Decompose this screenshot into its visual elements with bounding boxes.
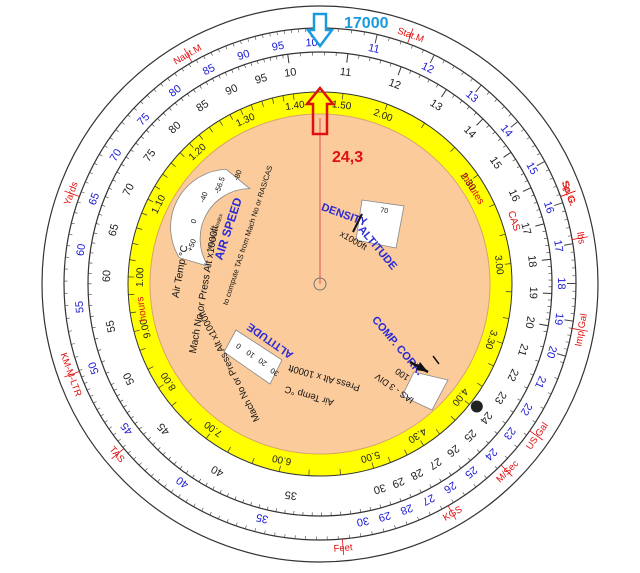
inner-scale-number: 11 xyxy=(339,66,352,79)
outer-scale-number: 19 xyxy=(552,312,566,326)
inner-scale-number: 18 xyxy=(525,255,538,268)
density-tick: 70 xyxy=(380,207,389,215)
outer-scale-number: 18 xyxy=(555,277,567,289)
inner-scale-number: 35 xyxy=(284,488,298,502)
inner-scale-number: 10 xyxy=(283,66,297,80)
outer-scale-number: 95 xyxy=(271,40,285,54)
altitude-value-label: 17000 xyxy=(344,15,389,32)
outer-scale-number: 55 xyxy=(74,300,87,313)
outer-scale-number: 17 xyxy=(551,239,565,253)
outer-scale-number: 30 xyxy=(356,514,370,528)
time-label: 3.00 xyxy=(492,255,505,276)
outer-scale-number: 60 xyxy=(75,243,89,257)
inner-scale-number: 60 xyxy=(101,270,113,283)
inner-scale-number: 55 xyxy=(104,319,118,333)
inner-scale-number: 19 xyxy=(527,286,539,299)
time-label: 1.00 xyxy=(135,267,147,287)
inner-scale-number: 20 xyxy=(523,315,537,329)
result-value-label: 24,3 xyxy=(332,149,363,166)
index-badge xyxy=(471,401,483,413)
